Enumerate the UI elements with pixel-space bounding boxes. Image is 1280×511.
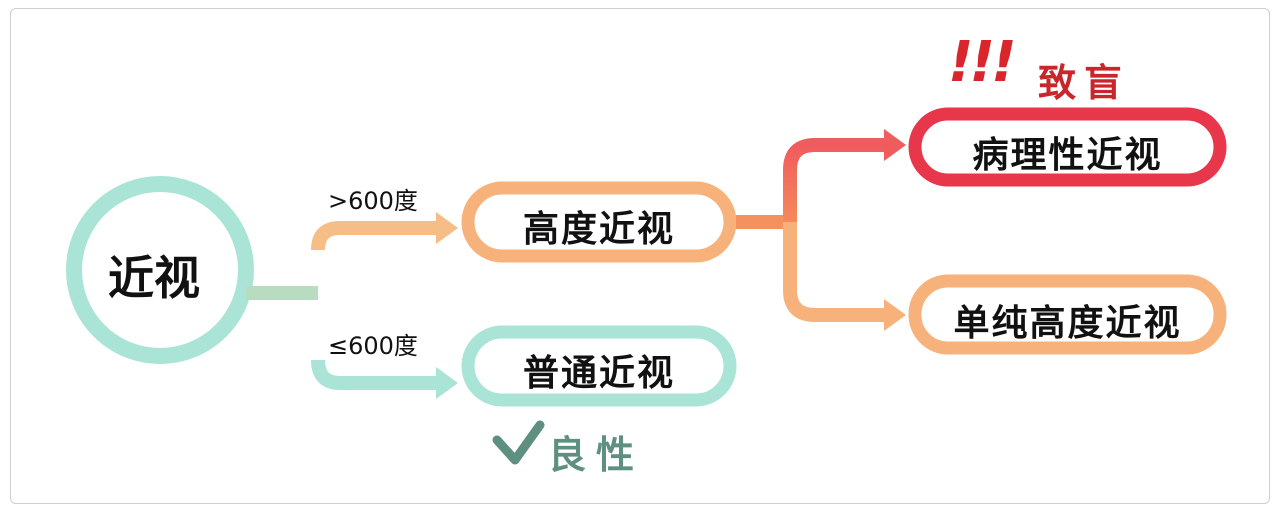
root-circle [66, 176, 254, 364]
node-high-myopia: 高度近视 [522, 209, 675, 250]
arrow-normal-line [311, 359, 440, 390]
condition-low: ≤600度 [328, 332, 418, 360]
node-simple-high-myopia: 单纯高度近视 [953, 303, 1182, 344]
diagram-frame [10, 8, 1270, 504]
arrow-high-head [436, 212, 458, 244]
arrow-pathological-head [884, 129, 906, 161]
arrow-simple-line [783, 222, 888, 322]
arrow-normal-head [436, 367, 458, 399]
benign-label: 良性 [548, 433, 645, 477]
condition-high: >600度 [328, 187, 418, 215]
warning-exclamation-icon: !!! [948, 30, 1017, 95]
arrow-high-line [311, 221, 440, 251]
blind-label: 致盲 [1038, 61, 1131, 105]
check-icon [492, 420, 545, 465]
box-high [461, 181, 737, 263]
node-pathological-myopia: 病理性近视 [972, 135, 1163, 176]
box-pathological [908, 107, 1227, 187]
node-normal-myopia: 普通近视 [522, 353, 675, 394]
root-label: 近视 [108, 251, 200, 305]
arrow-pathological-line [783, 138, 888, 222]
arrow-simple-head [884, 299, 906, 331]
box-simple-high [908, 274, 1227, 355]
box-normal [461, 325, 737, 407]
